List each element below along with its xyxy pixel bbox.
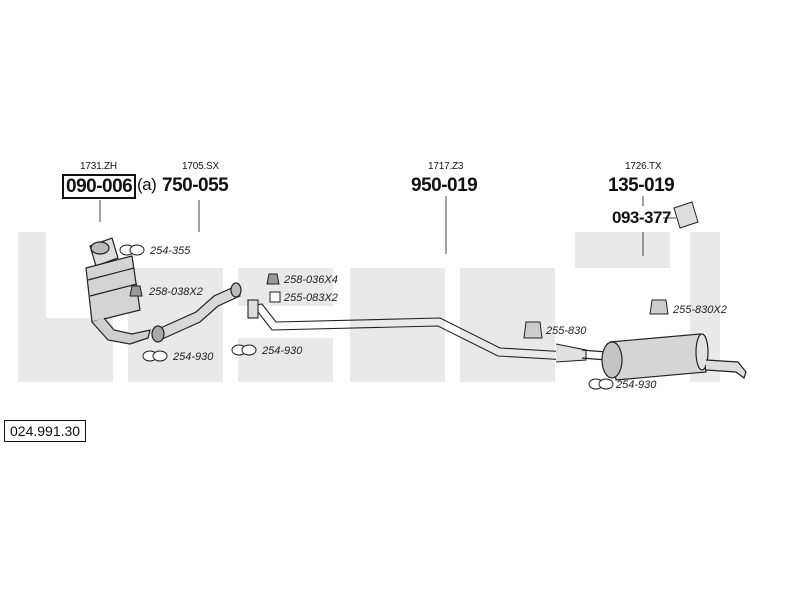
accessory-label: 254-930 <box>262 345 303 357</box>
gasket-icon <box>142 350 168 362</box>
part-number-4: 135-019 <box>608 175 675 196</box>
leader-lines <box>99 196 676 256</box>
front-pipe <box>151 282 242 343</box>
hardware-icons <box>119 201 699 390</box>
catalog-number: 024.991.30 <box>4 420 87 442</box>
part-ref-2: 1705.SX <box>182 161 219 172</box>
rubber-mount-icon <box>523 321 543 339</box>
part-ref-3: 1717.Z3 <box>428 161 464 172</box>
accessory-label: 255-830 <box>546 325 587 337</box>
accessory-label: 255-083X2 <box>284 292 338 304</box>
accessory-label: 258-038X2 <box>149 286 203 298</box>
gasket-icon <box>119 244 145 256</box>
part-number-extra: 093-377 <box>612 208 671 227</box>
part-number-2: 750-055 <box>162 175 229 196</box>
rear-silencer <box>581 333 747 381</box>
gasket-icon <box>588 378 614 390</box>
catalytic-converter <box>85 237 151 345</box>
accessory-label: 254-930 <box>173 351 214 363</box>
gasket-icon <box>231 344 257 356</box>
accessory-label: 254-930 <box>616 379 657 391</box>
bracket-icon <box>269 291 281 303</box>
middle-pipe <box>247 299 587 363</box>
part-number-1: 090-006 <box>62 174 137 199</box>
part-ref-4: 1726.TX <box>625 161 662 172</box>
accessory-label: 255-830X2 <box>673 304 727 316</box>
clamp-icon <box>673 201 699 229</box>
part-suffix-1: (a) <box>137 175 157 194</box>
accessory-label: 254-355 <box>150 245 191 257</box>
part-ref-1: 1731.ZH <box>80 161 117 172</box>
rubber-mount-icon <box>649 299 669 315</box>
nut-icon <box>266 273 280 285</box>
part-number-3: 950-019 <box>411 175 478 196</box>
nut-icon <box>129 285 143 297</box>
accessory-label: 258-036X4 <box>284 274 338 286</box>
